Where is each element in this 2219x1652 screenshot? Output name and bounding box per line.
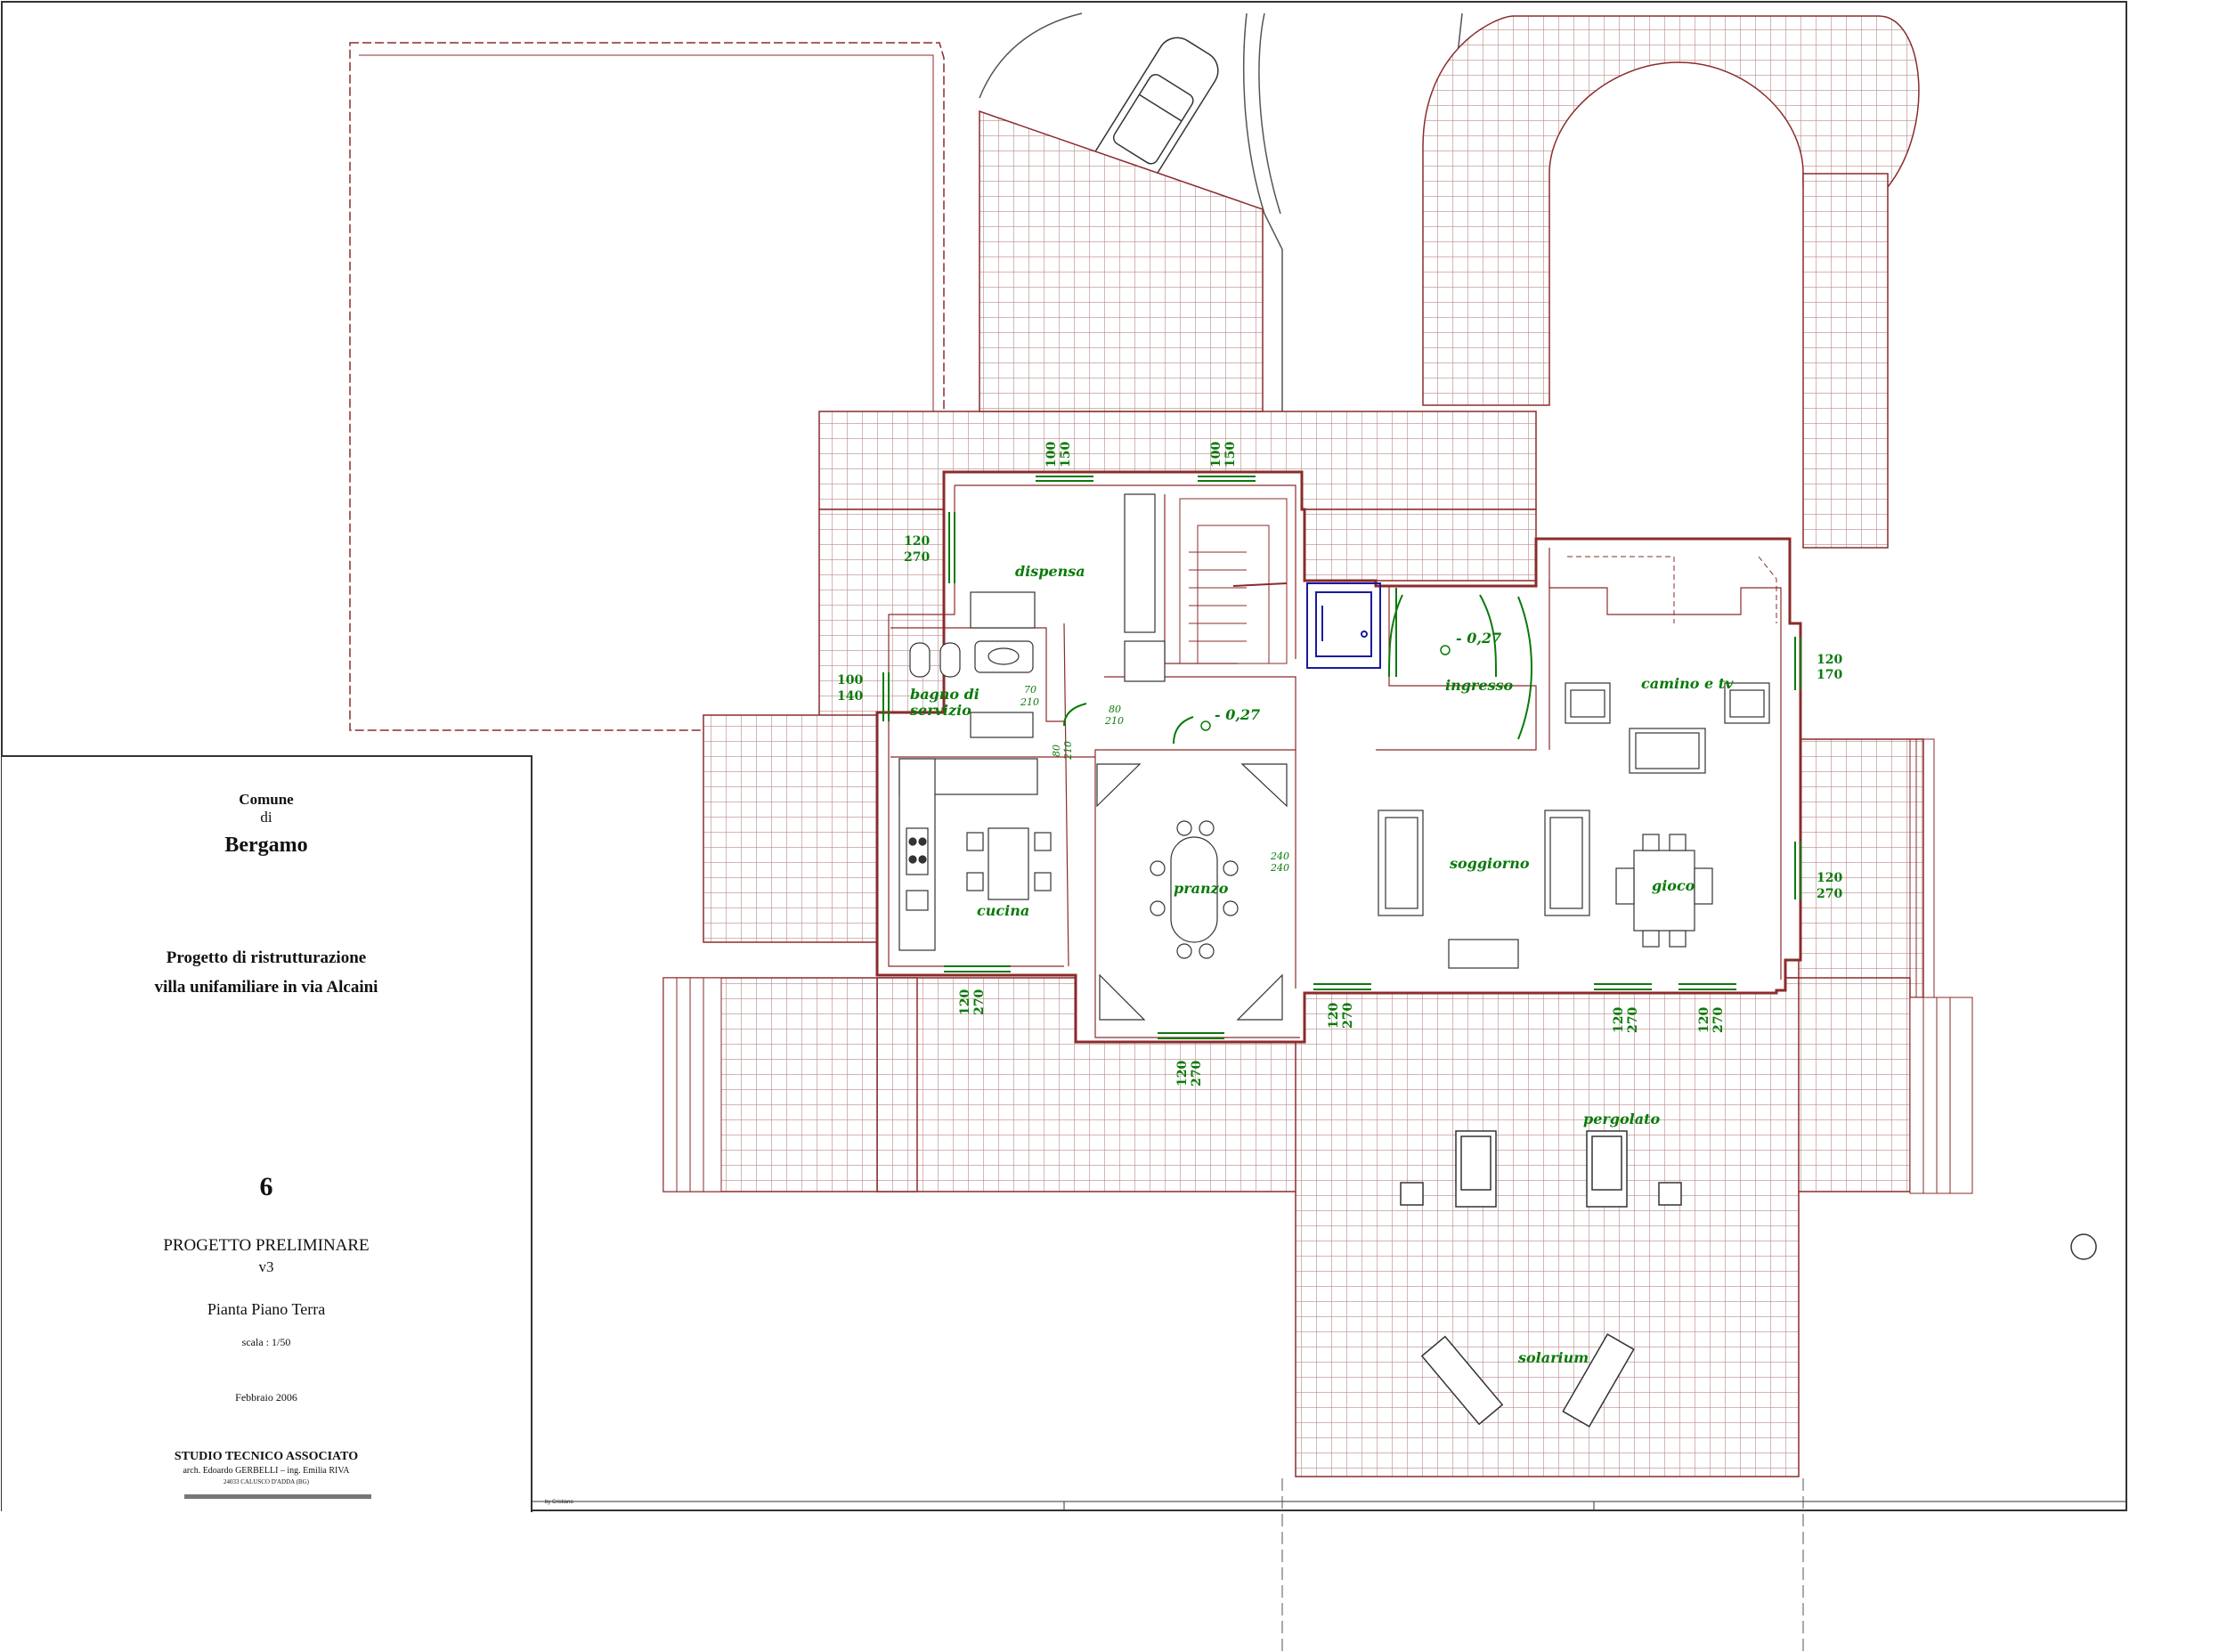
sheet-date: Febbraio 2006 [235,1391,297,1404]
room-label-gioco: gioco [1652,877,1695,894]
project-title-line2: villa unifamiliare in via Alcaini [154,978,378,997]
level-ingresso: - 0,27 [1456,630,1501,647]
room-label-dispensa: dispensa [1015,563,1085,580]
room-labels: dispensa bagno di servizio cucina pranzo… [909,563,1734,1366]
svg-text:70: 70 [1024,684,1036,696]
room-label-solarium: solarium [1517,1349,1589,1366]
svg-text:120: 120 [1697,1007,1711,1033]
studio-address: 24033 CALUSCO D'ADDA (BG) [224,1478,309,1485]
svg-text:270: 270 [1341,1003,1355,1029]
room-label-pranzo: pranzo [1174,880,1229,897]
lift-shaft [1306,582,1381,669]
north-arrow-icon [2070,1233,2097,1260]
room-label-bagno-1: bagno di [910,686,979,703]
studio-name: STUDIO TECNICO ASSOCIATO [174,1450,359,1463]
svg-text:120: 120 [1817,871,1842,885]
svg-text:270: 270 [1711,1007,1726,1033]
south-steps [662,738,1973,1194]
svg-text:270: 270 [1626,1007,1640,1033]
svg-text:120: 120 [1175,1061,1190,1086]
svg-text:240: 240 [1270,850,1289,862]
svg-text:170: 170 [1817,668,1842,682]
room-label-bagno-2: servizio [909,702,971,719]
svg-text:240: 240 [1270,862,1289,874]
svg-text:270: 270 [1190,1061,1204,1086]
studio-members: arch. Edoardo GERBELLI – ing. Emilia RIV… [183,1466,350,1476]
title-comune: Comune [239,791,294,808]
room-label-camino: camino e tv [1641,675,1734,692]
svg-text:270: 270 [972,989,987,1015]
interior-walls [888,484,1782,1038]
title-di: di [260,809,272,826]
dining-table [1096,763,1288,1021]
terrace-furniture [1400,1130,1682,1428]
room-label-soggiorno: soggiorno [1449,855,1530,872]
svg-text:270: 270 [1817,887,1842,901]
svg-text:150: 150 [1059,442,1073,468]
svg-text:120: 120 [1612,1007,1626,1033]
room-label-cucina: cucina [977,902,1029,919]
project-title-line1: Progetto di ristrutturazione [166,948,367,967]
sheet-number: 6 [259,1172,273,1201]
svg-text:140: 140 [837,689,863,704]
svg-text:270: 270 [904,550,930,565]
svg-text:120: 120 [904,534,930,549]
sheet-scale: scala : 1/50 [241,1336,291,1348]
opening-dimensions: 100 150 100 150 120 270 100 140 70 210 8… [837,442,1842,1086]
room-label-ingresso: ingresso [1445,677,1514,694]
staircase [1179,498,1777,664]
svg-text:210: 210 [1020,696,1039,708]
kitchen-fixtures [898,493,1166,951]
title-city: Bergamo [224,834,308,857]
svg-text:210: 210 [1104,715,1124,727]
svg-text:80: 80 [1109,704,1121,715]
level-labels: - 0,27 - 0,27 [1200,630,1501,731]
svg-text:120: 120 [1817,653,1842,667]
svg-text:80: 80 [1051,745,1062,757]
openings [882,476,1801,1039]
projection-lines [1281,1478,1804,1652]
svg-text:100: 100 [837,673,863,688]
svg-text:150: 150 [1223,442,1238,468]
project-version: v3 [258,1258,274,1275]
svg-text:100: 100 [1209,442,1223,468]
sheet-title: Pianta Piano Terra [207,1300,326,1318]
living-furniture [1378,682,1770,969]
paving [662,15,1924,1477]
project-phase: PROGETTO PRELIMINARE [163,1236,370,1255]
room-label-pergolato: pergolato [1583,1111,1660,1127]
title-block: Comune di Bergamo Progetto di ristruttur… [2,755,532,1512]
level-corridoio: - 0,27 [1215,706,1260,723]
title-underline [184,1494,371,1499]
svg-text:120: 120 [958,989,972,1015]
svg-text:100: 100 [1044,442,1059,468]
drawing-credit: by Cristiano [545,1500,573,1505]
svg-text:120: 120 [1327,1003,1341,1029]
svg-text:210: 210 [1062,741,1074,761]
